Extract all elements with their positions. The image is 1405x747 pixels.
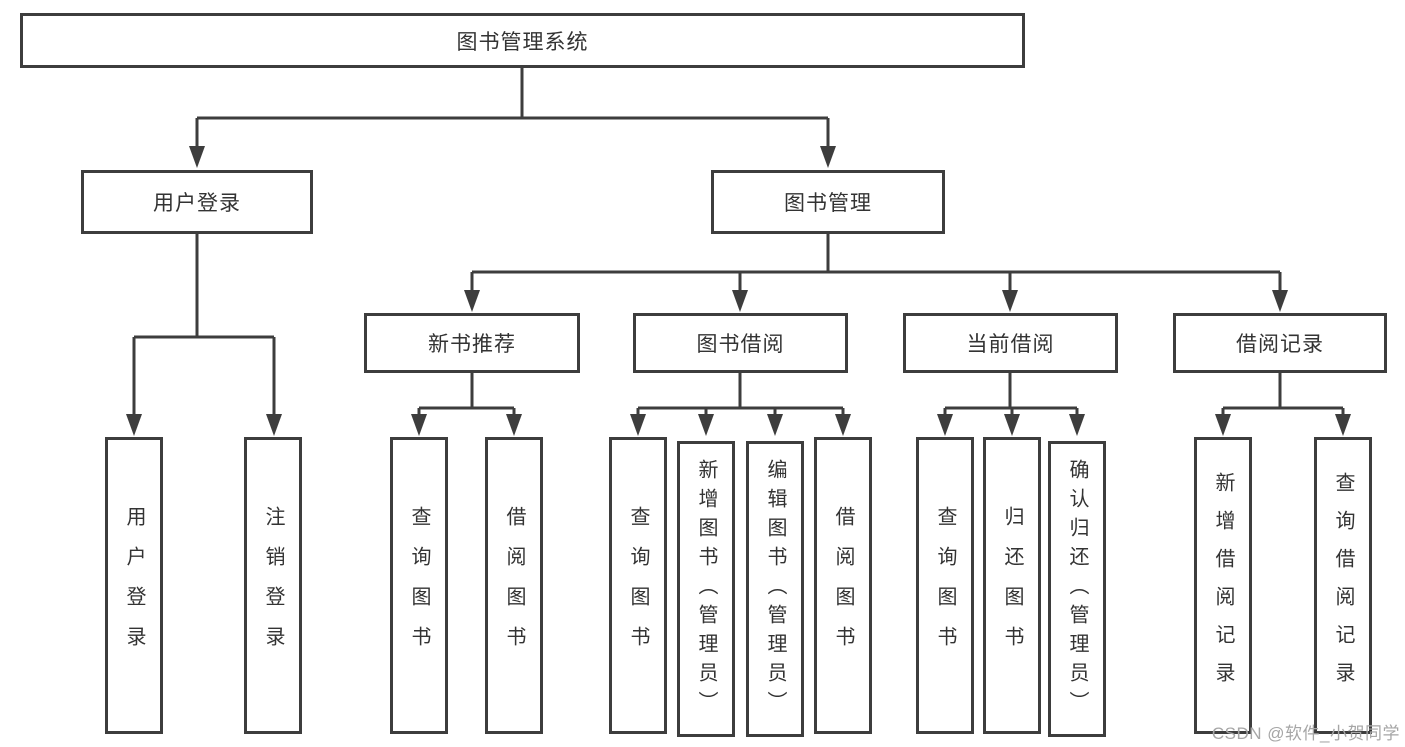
node-new-book-recommend: 新书推荐 (364, 313, 580, 373)
arrow-down-icon (937, 414, 953, 436)
node-user-login-group: 用户登录 (81, 170, 313, 234)
csdn-watermark: CSDN @软件_小贺同学 (1211, 724, 1400, 743)
node-label: 借阅记录 (1236, 333, 1324, 356)
node-book-borrow: 图书借阅 (633, 313, 848, 373)
node-label: 图书借阅 (696, 333, 785, 356)
arrow-down-icon (1002, 290, 1018, 312)
node-label: 当前借阅 (966, 333, 1055, 356)
arrow-down-icon (506, 414, 522, 436)
arrow-down-icon (630, 414, 646, 436)
connector-records-to-leaves (1221, 373, 1345, 415)
node-label: 归还图书 (1001, 505, 1023, 666)
node-label: 注销登录 (262, 505, 284, 666)
node-label: 图书管理 (784, 192, 872, 215)
connector-userlogin-to-leaves (132, 234, 276, 415)
node-label: 借阅图书 (832, 505, 854, 666)
arrow-down-icon (1004, 414, 1020, 436)
node-label: 用户登录 (123, 505, 145, 666)
node-label: 查询借阅记录 (1332, 471, 1354, 700)
arrow-down-icon (767, 414, 783, 436)
node-borrow-records: 借阅记录 (1173, 313, 1387, 373)
arrow-down-icon (1272, 290, 1288, 312)
connector-root-to-level2 (195, 68, 830, 148)
node-label: 确认归还（管理员） (1066, 458, 1088, 720)
arrow-down-icon (464, 290, 480, 312)
connector-curborrow-to-leaves (943, 373, 1079, 415)
arrow-down-icon (1335, 414, 1351, 436)
arrow-down-icon (820, 146, 836, 168)
arrowheads (126, 146, 1351, 436)
arrow-down-icon (1215, 414, 1231, 436)
node-label: 用户登录 (153, 192, 241, 215)
arrow-down-icon (732, 290, 748, 312)
arrow-down-icon (698, 414, 714, 436)
leaf-logout: 注销登录 (244, 437, 302, 734)
node-label: 查询图书 (408, 505, 430, 666)
arrow-down-icon (126, 414, 142, 436)
node-current-borrow: 当前借阅 (903, 313, 1118, 373)
leaf-add-book-admin: 新增图书（管理员） (677, 441, 735, 737)
leaf-add-borrow-record: 新增借阅记录 (1194, 437, 1252, 734)
node-label: 新增借阅记录 (1212, 471, 1234, 700)
arrow-down-icon (835, 414, 851, 436)
node-book-management: 图书管理 (711, 170, 945, 234)
leaf-query-book: 查询图书 (390, 437, 448, 734)
arrow-down-icon (411, 414, 427, 436)
connector-bookborrow-to-leaves (636, 373, 845, 415)
connector-bookmgmt-to-level3 (470, 234, 1282, 291)
leaf-user-login: 用户登录 (105, 437, 163, 734)
node-label: 借阅图书 (503, 505, 525, 666)
arrow-down-icon (266, 414, 282, 436)
arrow-down-icon (1069, 414, 1085, 436)
node-label: 新增图书（管理员） (695, 458, 717, 720)
leaf-edit-book-admin: 编辑图书（管理员） (746, 441, 804, 737)
arrow-down-icon (189, 146, 205, 168)
node-label: 新书推荐 (428, 333, 516, 356)
node-label: 图书管理系统 (456, 30, 589, 54)
node-root-system: 图书管理系统 (20, 13, 1025, 68)
node-label: 编辑图书（管理员） (764, 458, 786, 720)
leaf-query-borrow-record: 查询借阅记录 (1314, 437, 1372, 734)
leaf-confirm-return-admin: 确认归还（管理员） (1048, 441, 1106, 737)
leaf-query-book: 查询图书 (609, 437, 667, 734)
node-label: 查询图书 (934, 505, 956, 666)
leaf-return-book: 归还图书 (983, 437, 1041, 734)
connector-newbook-to-leaves (417, 373, 516, 415)
leaf-borrow-book: 借阅图书 (814, 437, 872, 734)
leaf-borrow-book: 借阅图书 (485, 437, 543, 734)
node-label: 查询图书 (627, 505, 649, 666)
leaf-query-book: 查询图书 (916, 437, 974, 734)
